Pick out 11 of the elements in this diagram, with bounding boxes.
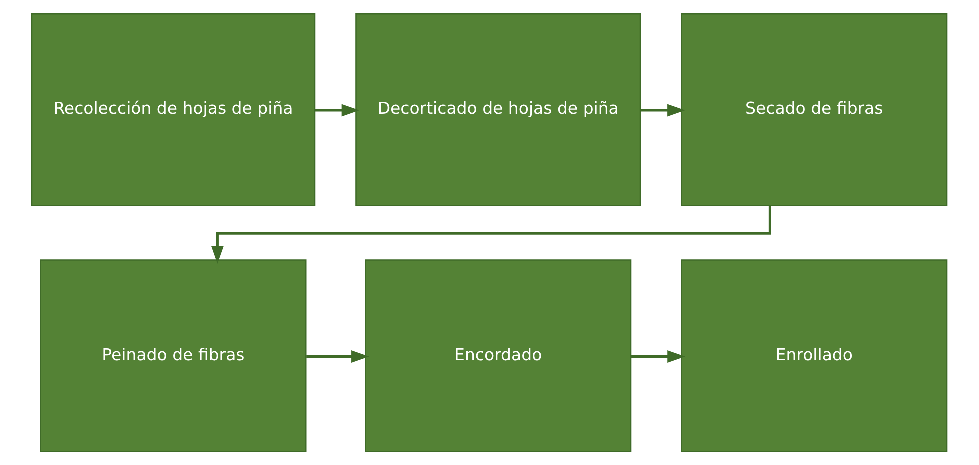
arrow [211, 206, 772, 264]
node-box: Peinado de fibras [40, 259, 307, 452]
node-box: Decorticado de hojas de piña [356, 12, 642, 206]
arrow [306, 350, 370, 362]
arrow [315, 104, 360, 116]
arrow [640, 104, 686, 116]
node-box: Secado de fibras [681, 12, 948, 206]
arrow [631, 350, 686, 362]
node-box: Enrollado [681, 259, 948, 452]
node-box: Encordado [365, 259, 632, 452]
node-box: Recolección de hojas de piña [31, 12, 316, 206]
